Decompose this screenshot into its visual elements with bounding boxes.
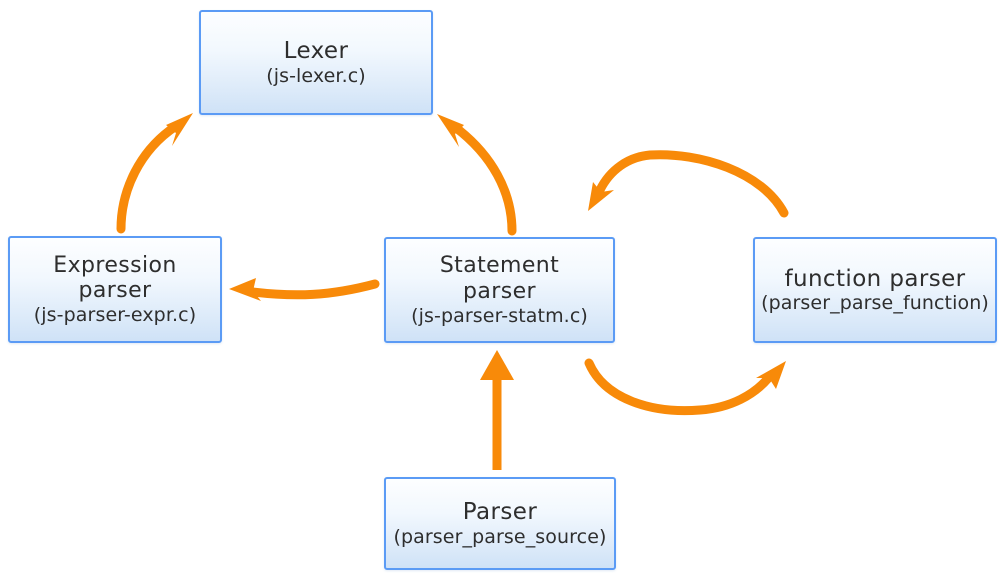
node-function-parser-subtitle: (parser_parse_function) xyxy=(761,292,989,315)
node-function-parser[interactable]: function parser (parser_parse_function) xyxy=(753,237,997,343)
edge-statement-to-expression xyxy=(229,278,380,301)
node-lexer[interactable]: Lexer (js-lexer.c) xyxy=(199,10,433,115)
edge-parser-to-statement xyxy=(480,350,514,470)
node-statement-parser-title-line2: parser xyxy=(463,278,536,304)
node-statement-parser[interactable]: Statement parser (js-parser-statm.c) xyxy=(384,237,615,343)
node-expression-parser[interactable]: Expression parser (js-parser-expr.c) xyxy=(8,236,222,343)
node-statement-parser-subtitle: (js-parser-statm.c) xyxy=(411,304,588,327)
edge-expression-to-lexer xyxy=(116,113,193,234)
node-expression-parser-subtitle: (js-parser-expr.c) xyxy=(33,304,197,326)
node-function-parser-title: function parser xyxy=(784,265,966,292)
node-parser[interactable]: Parser (parser_parse_source) xyxy=(384,477,616,570)
node-expression-parser-title-line1: Expression xyxy=(53,252,177,278)
edge-statement-to-function xyxy=(584,358,786,416)
edge-statement-to-lexer xyxy=(437,114,517,236)
node-parser-subtitle: (parser_parse_source) xyxy=(393,525,607,548)
edge-function-to-statement xyxy=(588,150,789,218)
node-lexer-subtitle: (js-lexer.c) xyxy=(266,64,366,87)
node-parser-title: Parser xyxy=(462,499,538,526)
node-expression-parser-title-line2: parser xyxy=(78,278,152,304)
node-statement-parser-title-line1: Statement xyxy=(439,253,560,279)
node-lexer-title: Lexer xyxy=(283,38,349,65)
